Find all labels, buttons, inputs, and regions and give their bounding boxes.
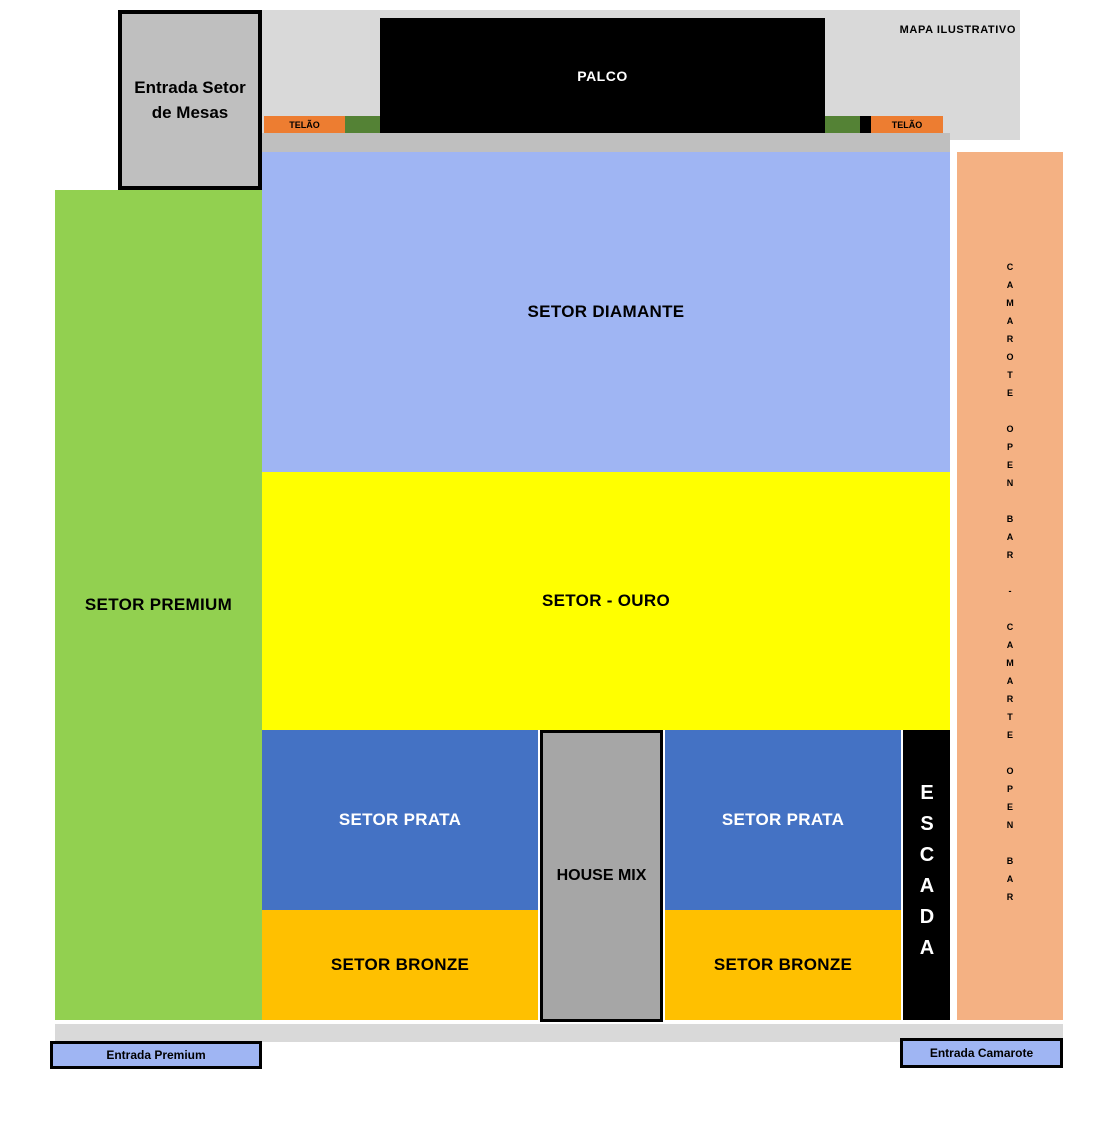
- sector-bronze-right: SETOR BRONZE: [665, 910, 901, 1020]
- stage: PALCO: [380, 18, 825, 133]
- telao-left-label: TELÃO: [289, 119, 320, 130]
- sector-prata-right: SETOR PRATA: [665, 730, 901, 910]
- house-mix-booth: HOUSE MIX: [540, 730, 663, 1022]
- screen-telao-right: TELÃO: [871, 116, 943, 133]
- entrance-premium-label: Entrada Premium: [106, 1048, 206, 1062]
- entrance-camarote: Entrada Camarote: [900, 1038, 1063, 1068]
- sector-prata-left-label: SETOR PRATA: [338, 810, 462, 829]
- camarote-open-bar-label: CAMAROTE OPEN BAR - CAMARTE OPEN BAR: [1005, 262, 1015, 910]
- side-screen-left: [345, 116, 380, 133]
- sector-diamante: SETOR DIAMANTE: [262, 152, 950, 472]
- telao-right-label: TELÃO: [891, 119, 923, 130]
- sector-prata-left: SETOR PRATA: [262, 730, 538, 910]
- screen-telao-left: TELÃO: [264, 116, 345, 133]
- entrance-premium: Entrada Premium: [50, 1041, 262, 1069]
- stage-right-gap: [860, 116, 871, 133]
- sector-bronze-right-label: SETOR BRONZE: [713, 955, 853, 974]
- map-note: MAPA ILUSTRATIVO: [899, 24, 1016, 36]
- escada-stairs: ESCADA: [903, 730, 950, 1020]
- under-stage-strip: [262, 133, 950, 152]
- sector-ouro-label: SETOR - OURO: [542, 591, 670, 610]
- sector-diamante-label: SETOR DIAMANTE: [527, 302, 685, 321]
- sector-premium: SETOR PREMIUM: [55, 190, 262, 1020]
- sector-bronze-left: SETOR BRONZE: [262, 910, 538, 1020]
- entrance-camarote-label: Entrada Camarote: [929, 1046, 1034, 1060]
- stage-label: PALCO: [577, 67, 628, 84]
- bottom-walkway: [55, 1024, 1063, 1042]
- side-screen-right: [825, 116, 860, 133]
- sector-bronze-left-label: SETOR BRONZE: [330, 955, 470, 974]
- entrance-mesas: Entrada Setor de Mesas: [118, 10, 262, 190]
- sector-premium-label: SETOR PREMIUM: [84, 595, 233, 614]
- camarote-open-bar: CAMAROTE OPEN BAR - CAMARTE OPEN BAR: [957, 152, 1063, 1020]
- entrance-mesas-label: Entrada Setor de Mesas: [134, 77, 246, 123]
- house-mix-label: HOUSE MIX: [556, 867, 647, 884]
- sector-prata-right-label: SETOR PRATA: [721, 810, 845, 829]
- sector-ouro: SETOR - OURO: [262, 472, 950, 730]
- escada-label: ESCADA: [916, 782, 938, 968]
